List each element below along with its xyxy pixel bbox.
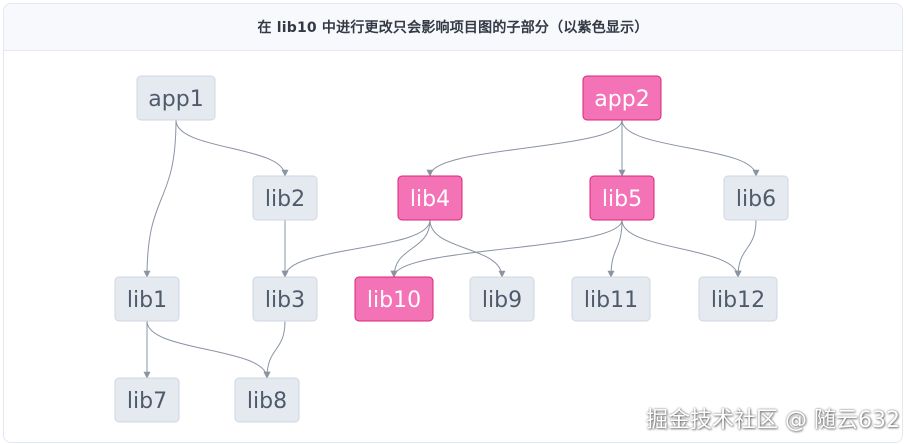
edge-lib1-to-lib8 [146,320,271,379]
node-label-lib11: lib11 [584,288,638,313]
edge-app2-to-lib4 [426,119,623,177]
node-box-app1 [136,75,216,121]
node-lib1[interactable]: lib1 [114,276,180,322]
node-lib7[interactable]: lib7 [114,377,180,423]
edge-lib5-to-lib12 [621,219,742,278]
node-box-app2 [582,75,662,121]
edge-lib6-to-lib12 [734,219,757,278]
node-label-lib2: lib2 [265,187,305,212]
node-box-lib12 [698,276,778,322]
node-label-lib9: lib9 [482,288,522,313]
node-box-lib3 [252,276,318,322]
node-label-lib5: lib5 [602,187,642,212]
edge-lib4-to-lib3 [281,219,431,278]
node-label-lib3: lib3 [265,288,305,313]
node-label-lib4: lib4 [410,187,450,212]
node-label-lib1: lib1 [127,288,167,313]
node-box-lib9 [469,276,535,322]
node-box-lib11 [571,276,651,322]
node-lib12[interactable]: lib12 [698,276,778,322]
watermark: 掘金技术社区 @ 随云632 [646,408,900,433]
edge-lib5-to-lib10 [390,219,623,278]
node-label-lib7: lib7 [127,389,167,414]
node-lib5[interactable]: lib5 [589,175,655,221]
node-lib9[interactable]: lib9 [469,276,535,322]
node-label-lib8: lib8 [247,389,287,414]
node-app1[interactable]: app1 [136,75,216,121]
node-box-lib2 [252,175,318,221]
edge-lib3-to-lib8 [263,320,286,379]
edge-lib4-to-lib10 [390,219,431,278]
node-label-app2: app2 [594,87,649,112]
node-box-lib8 [234,377,300,423]
node-lib2[interactable]: lib2 [252,175,318,221]
node-lib11[interactable]: lib11 [571,276,651,322]
node-label-lib6: lib6 [736,187,776,212]
node-lib10[interactable]: lib10 [354,276,434,322]
edge-app1-to-lib1 [143,119,177,278]
node-lib8[interactable]: lib8 [234,377,300,423]
node-box-lib4 [397,175,463,221]
node-box-lib6 [723,175,789,221]
node-label-lib12: lib12 [711,288,765,313]
diagram-title: 在 lib10 中进行更改只会影响项目图的子部分（以紫色显示） [257,20,649,36]
node-lib4[interactable]: lib4 [397,175,463,221]
node-box-lib7 [114,377,180,423]
node-box-lib1 [114,276,180,322]
node-lib3[interactable]: lib3 [252,276,318,322]
node-box-lib10 [354,276,434,322]
node-box-lib5 [589,175,655,221]
edge-lib4-to-lib9 [429,219,506,278]
edge-app2-to-lib6 [621,119,760,177]
edge-lib5-to-lib11 [607,219,623,278]
node-label-app1: app1 [148,87,203,112]
nodes: app1 app2 lib2 lib4 lib5 lib6 lib1 lib3 lib10 lib… [114,75,789,423]
node-app2[interactable]: app2 [582,75,662,121]
edge-app1-to-lib2 [175,119,289,177]
edges [143,119,760,379]
node-lib6[interactable]: lib6 [723,175,789,221]
diagram-header: 在 lib10 中进行更改只会影响项目图的子部分（以紫色显示） [4,4,902,51]
node-label-lib10: lib10 [367,288,421,313]
